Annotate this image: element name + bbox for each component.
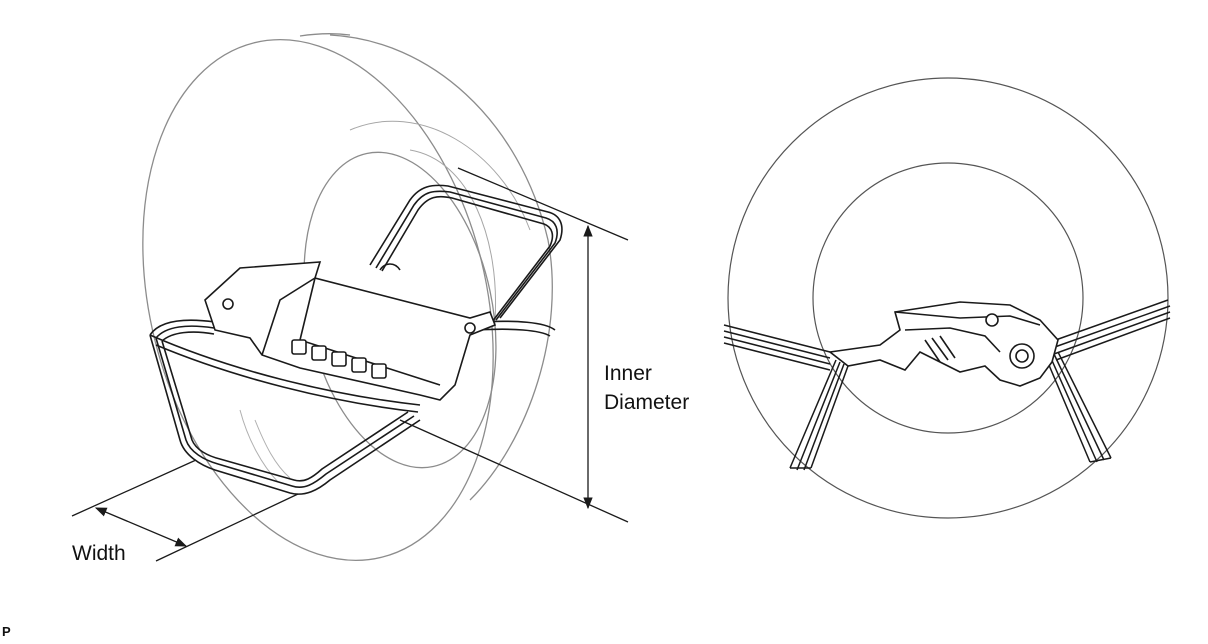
tire-inner-circle [812, 162, 1084, 434]
width-extension-left [71, 459, 197, 517]
right-clamp-bracket [828, 301, 1059, 387]
width-dimension [71, 459, 299, 562]
inner-diameter-dimension [399, 167, 629, 523]
left-tire-view [71, 32, 629, 562]
inner-diameter-extension-bottom [399, 419, 629, 523]
right-tire-view [723, 77, 1171, 519]
tire-tread-back [329, 34, 553, 501]
clamp-bracket [204, 261, 497, 401]
inner-diameter-label-line1: Inner [604, 362, 652, 385]
inner-diameter-label-line2: Diameter [604, 391, 690, 414]
figure-code-label: P [2, 624, 11, 639]
width-label: Width [72, 542, 126, 565]
lower-wire-hoop [149, 319, 421, 495]
tire-shade-lines [239, 409, 291, 483]
inner-diameter-extension-top [457, 167, 629, 241]
width-extension-right [155, 493, 299, 562]
right-wire-bundle-left [723, 324, 849, 471]
cross-wires [149, 320, 556, 413]
tire-tread-inner-arc [349, 120, 531, 231]
upper-wire-hoop [369, 184, 563, 323]
tire-outer-circle [727, 77, 1169, 519]
right-wire-bundle-right [1045, 299, 1171, 463]
width-arrow [94, 507, 188, 547]
tire-bead-inner-arc [409, 149, 497, 321]
tire-top-edge [299, 32, 351, 37]
